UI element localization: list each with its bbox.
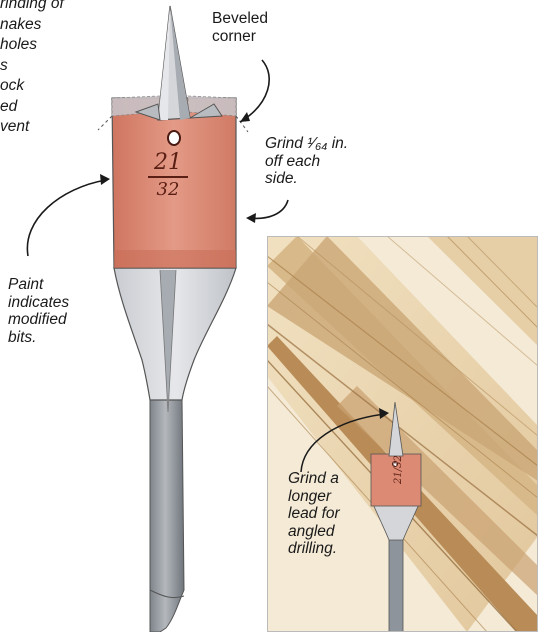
label-top-left: rinding of nakes holes s ock ed vent	[0, 0, 64, 138]
bit-hole	[168, 131, 180, 145]
label-grind-lead: Grind a longer lead for angled drilling.	[288, 470, 340, 558]
label-paint-line: indicates	[8, 294, 69, 312]
arrow-beveled-corner	[240, 60, 269, 122]
label-top-left-line: holes	[0, 35, 64, 56]
label-grind-lead-line: longer	[288, 488, 340, 506]
label-grind-lead-line: drilling.	[288, 540, 340, 558]
label-beveled-corner: Beveled corner	[212, 10, 268, 45]
label-beveled-corner-line: Beveled	[212, 10, 268, 28]
label-grind-side-line: Grind ¹⁄₆₄ in.	[265, 135, 348, 153]
arrow-paint	[27, 180, 106, 256]
label-grind-lead-line: angled	[288, 523, 340, 541]
label-top-left-line: ed	[0, 97, 64, 118]
svg-text:21/32: 21/32	[393, 455, 404, 485]
label-grind-lead-line: lead for	[288, 505, 340, 523]
angled-drilling-inset: 21/32	[267, 236, 538, 632]
label-paint-line: bits.	[8, 329, 69, 347]
label-top-left-line: nakes	[0, 15, 64, 36]
bit-size-denominator: 32	[157, 179, 180, 200]
label-paint: Paint indicates modified bits.	[8, 276, 69, 346]
bit-size-marking: 21 32	[148, 152, 188, 199]
label-top-left-line: s	[0, 56, 64, 77]
label-grind-lead-line: Grind a	[288, 470, 340, 488]
bit-size-numerator: 21	[154, 150, 182, 175]
label-beveled-corner-line: corner	[212, 28, 268, 46]
label-top-left-line: rinding of	[0, 0, 64, 15]
label-grind-side-line: off each	[265, 153, 348, 171]
label-paint-line: modified	[8, 311, 69, 329]
label-top-left-line: vent	[0, 117, 64, 138]
beveled-corner-left	[98, 98, 112, 130]
label-grind-side-line: side.	[265, 170, 348, 188]
label-top-left-line: ock	[0, 76, 64, 97]
label-paint-line: Paint	[8, 276, 69, 294]
label-grind-side: Grind ¹⁄₆₄ in. off each side.	[265, 135, 348, 188]
